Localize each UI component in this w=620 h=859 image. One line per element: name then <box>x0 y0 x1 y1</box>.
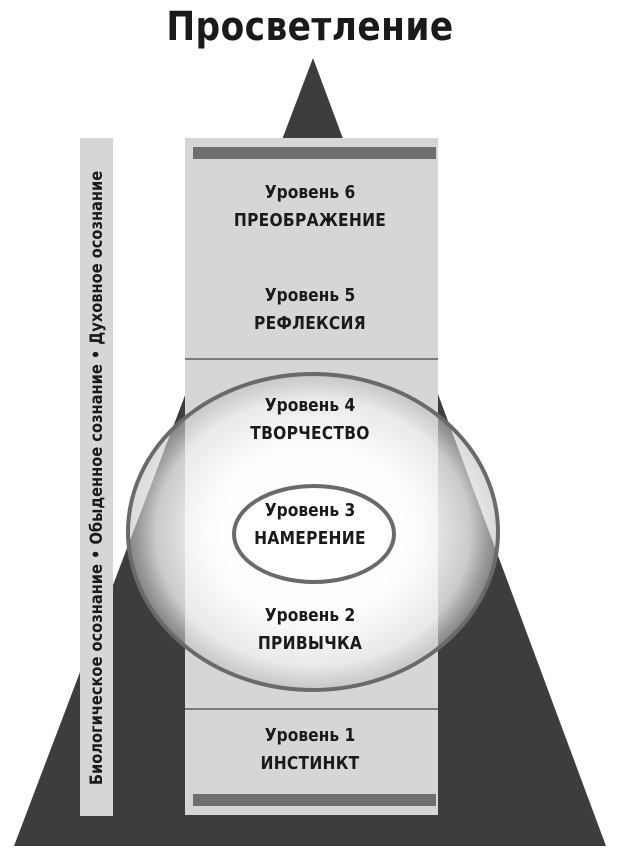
level-name: РЕФЛЕКСИЯ <box>254 313 366 334</box>
level-6: Уровень 6 ПРЕОБРАЖЕНИЕ <box>203 179 418 235</box>
level-4: Уровень 4 ТВОРЧЕСТВО <box>203 392 418 448</box>
side-label-text: Биологическое осознание • Обыденное созн… <box>87 170 107 785</box>
bottom-bar <box>193 794 436 806</box>
side-label: Биологическое осознание • Обыденное созн… <box>82 140 112 815</box>
level-number: Уровень 3 <box>264 500 356 521</box>
level-number: Уровень 5 <box>264 285 356 306</box>
level-name: ТВОРЧЕСТВО <box>250 423 370 444</box>
level-5: Уровень 5 РЕФЛЕКСИЯ <box>203 282 418 338</box>
inner-ring <box>232 484 396 584</box>
side-bar <box>80 138 113 816</box>
level-number: Уровень 6 <box>264 182 356 203</box>
diagram-title: Просветление <box>166 4 454 50</box>
level-number: Уровень 1 <box>264 725 356 746</box>
level-name: ИНСТИНКТ <box>260 753 360 774</box>
level-name: НАМЕРЕНИЕ <box>254 528 366 549</box>
level-name: ПРИВЫЧКА <box>257 633 363 654</box>
level-number: Уровень 2 <box>264 605 356 626</box>
level-1: Уровень 1 ИНСТИНКТ <box>203 722 418 778</box>
top-bar <box>193 147 436 159</box>
level-number: Уровень 4 <box>264 395 356 416</box>
level-2: Уровень 2 ПРИВЫЧКА <box>203 602 418 658</box>
level-3: Уровень 3 НАМЕРЕНИЕ <box>203 497 418 553</box>
level-name: ПРЕОБРАЖЕНИЕ <box>233 210 387 231</box>
